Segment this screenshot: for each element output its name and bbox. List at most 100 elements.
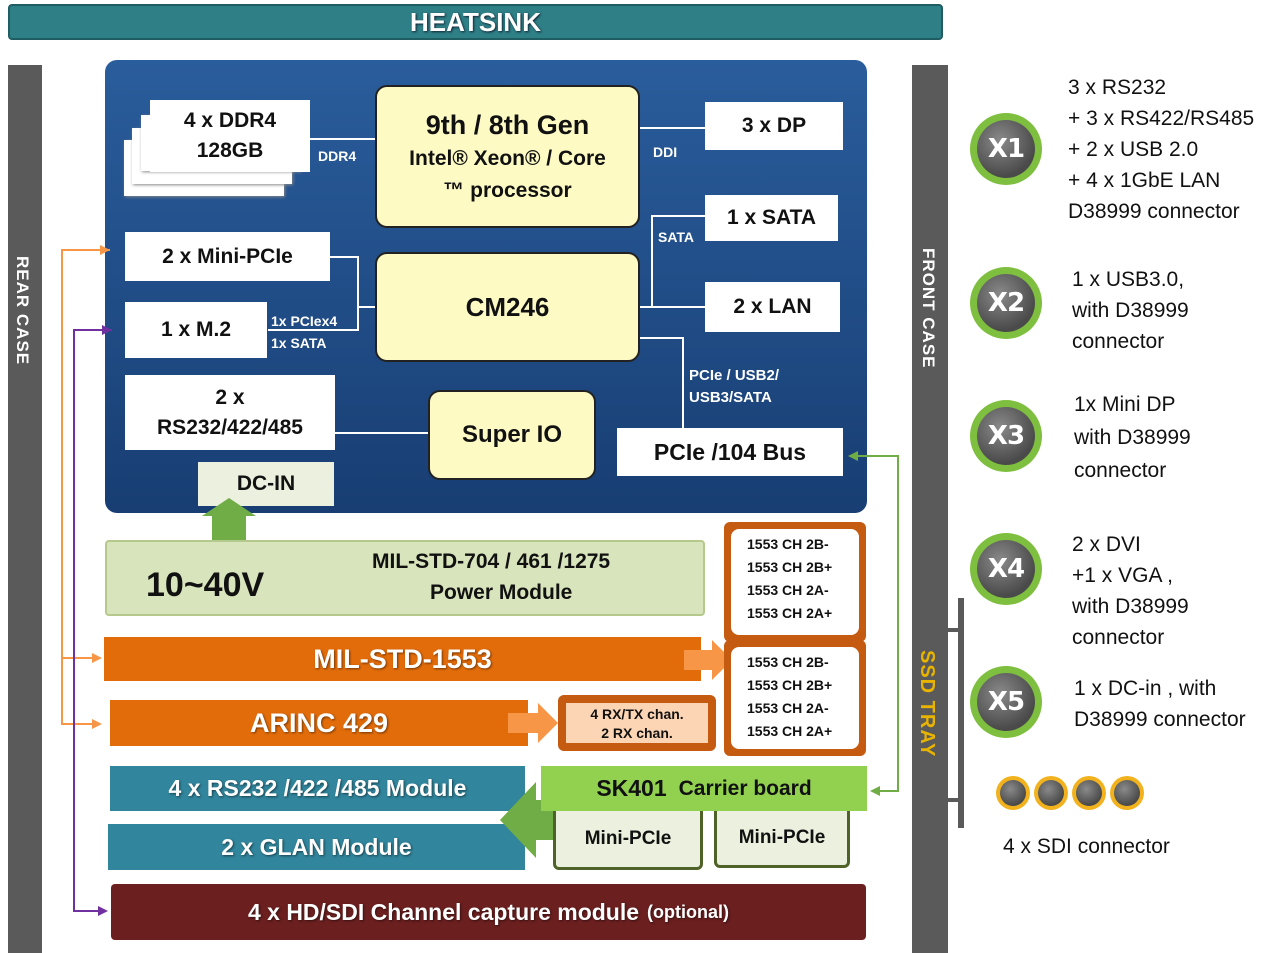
x1-line: 3 x RS232 [1068,76,1167,99]
channel-item: 1553 CH 2B+ [747,559,833,575]
x3-description: 1x Mini DP with D38999 connector [1074,388,1191,487]
sdi-connector-icon [1072,776,1106,810]
x5-description: 1 x DC-in , with D38999 connector [1074,673,1246,735]
ddr4-count: 4 x DDR4 [183,109,277,132]
ssd-tray-bracket [958,598,964,828]
arinc-channel-rx: 2 RX chan. [601,725,673,741]
channel-item: 1553 CH 2A+ [747,605,833,621]
arinc-channel-box: 4 RX/TX chan. 2 RX chan. [558,695,716,751]
x3-line: connector [1074,459,1167,482]
x5-line: 1 x DC-in , with [1074,677,1217,700]
x2-line: with D38999 [1072,299,1189,322]
sata-box: 1 x SATA [705,195,838,241]
x2-line: 1 x USB3.0, [1072,268,1185,291]
arinc-arrow [508,703,558,743]
channel-item: 1553 CH 2A+ [747,723,833,739]
carrier-board: SK401 Carrier board [541,766,867,811]
cpu-gen: 9th / 8th Gen [425,109,590,140]
bus-link-label-1: PCIe / USB2/ [689,367,780,384]
rear-case-label: REAR CASE [13,256,32,366]
minipcie-slot-label: Mini-PCIe [584,828,672,849]
x4-line: 2 x DVI [1072,533,1141,556]
minipcie-slot-1: Mini-PCIe [553,811,703,870]
ddr4-link-label: DDR4 [318,148,357,164]
x4-label: X4 [977,540,1035,598]
channel-list-top: 1553 CH 2B- 1553 CH 2B+ 1553 CH 2A- 1553… [731,529,859,635]
ssd-tray-tick [946,798,964,802]
m2-box: 1 x M.2 [125,302,267,358]
ssd-tray-label: SSD TRAY [916,650,938,758]
rs232-module-bar: 4 x RS232 /422 /485 Module [110,766,525,811]
serial-type: RS232/422/485 [157,415,303,439]
m2-link-pcie: 1x PCIex4 [271,313,338,329]
mil-std-1553-bar: MIL-STD-1553 [104,637,701,681]
sdi-connector-icon [996,776,1030,810]
channel-list-bottom: 1553 CH 2B- 1553 CH 2B+ 1553 CH 2A- 1553… [731,647,859,749]
x4-badge: X4 [970,533,1042,605]
x3-line: 1x Mini DP [1074,393,1176,416]
superio-box: Super IO [428,390,596,480]
ddr4-size: 128GB [196,139,264,162]
dp-box: 3 x DP [705,102,843,150]
heatsink-bar: HEATSINK [8,4,943,40]
x1-line: + 3 x RS422/RS485 [1068,107,1255,130]
x4-line: connector [1072,626,1165,649]
x2-description: 1 x USB3.0, with D38999 connector [1072,264,1189,357]
ddi-link-label: DDI [653,144,678,160]
sdi-connector-group [996,776,1144,810]
x2-badge: X2 [970,267,1042,339]
x1-label: X1 [977,120,1035,178]
x4-description: 2 x DVI +1 x VGA , with D38999 connector [1072,529,1189,653]
chipset-box: CM246 [375,252,640,362]
front-case-bar [912,65,948,953]
x3-line: with D38999 [1074,426,1191,449]
x1-badge: X1 [970,113,1042,185]
channel-box-bottom: 1553 CH 2B- 1553 CH 2B+ 1553 CH 2A- 1553… [724,640,866,756]
x4-line: with D38999 [1072,595,1189,618]
x5-label: X5 [977,673,1035,731]
x5-badge: X5 [970,666,1042,738]
arinc-channel-inner: 4 RX/TX chan. 2 RX chan. [564,701,710,745]
x1-description: 3 x RS232 + 3 x RS422/RS485 + 2 x USB 2.… [1068,72,1254,227]
x2-label: X2 [977,274,1035,332]
ssd-tray-tick [946,628,964,632]
serial-count: 2 x [215,385,245,409]
power-module [105,540,705,616]
x5-line: D38999 connector [1074,708,1246,731]
channel-item: 1553 CH 2B- [747,536,829,552]
capture-module-bar: 4 x HD/SDI Channel capture module (optio… [111,884,866,940]
sata-link-label: SATA [658,229,695,245]
channel-item: 1553 CH 2A- [747,700,829,716]
power-title-1: MIL-STD-704 / 461 /1275 [372,550,611,573]
ddr4-box: 4 x DDR4 128GB [150,100,310,172]
x1-line: D38999 connector [1068,200,1240,223]
carrier-name: SK401 [596,775,667,801]
x1-line: + 2 x USB 2.0 [1068,138,1199,161]
x3-label: X3 [977,407,1035,465]
sdi-connector-icon [1034,776,1068,810]
capture-main: 4 x HD/SDI Channel capture module [247,898,640,925]
mil1553-arrow [684,640,732,680]
minipcie-slot-2: Mini-PCIe [714,811,850,868]
cpu-box: 9th / 8th Gen Intel® Xeon® / Core ™ proc… [375,85,640,228]
x2-line: connector [1072,330,1165,353]
power-title-2: Power Module [430,581,573,604]
serial-box: 2 x RS232/422/485 [125,375,335,450]
x4-line: +1 x VGA , [1072,564,1173,587]
bus-link-label-2: USB3/SATA [689,389,772,406]
minipcie-slot-label: Mini-PCIe [738,827,826,848]
cpu-processor: ™ processor [443,178,572,202]
glan-module-bar: 2 x GLAN Module [108,824,525,870]
front-case-label: FRONT CASE [919,248,938,369]
arinc-429-bar: ARINC 429 [110,700,528,746]
sdi-connector-icon [1110,776,1144,810]
dc-in-arrow [202,498,256,543]
x1-line: + 4 x 1GbE LAN [1068,169,1221,192]
lan-box: 2 x LAN [705,282,840,332]
capture-note: (optional) [647,901,730,922]
arinc-channel-rxtx: 4 RX/TX chan. [590,706,684,722]
rear-case-bar [8,65,42,953]
x3-badge: X3 [970,400,1042,472]
channel-item: 1553 CH 2A- [747,582,829,598]
